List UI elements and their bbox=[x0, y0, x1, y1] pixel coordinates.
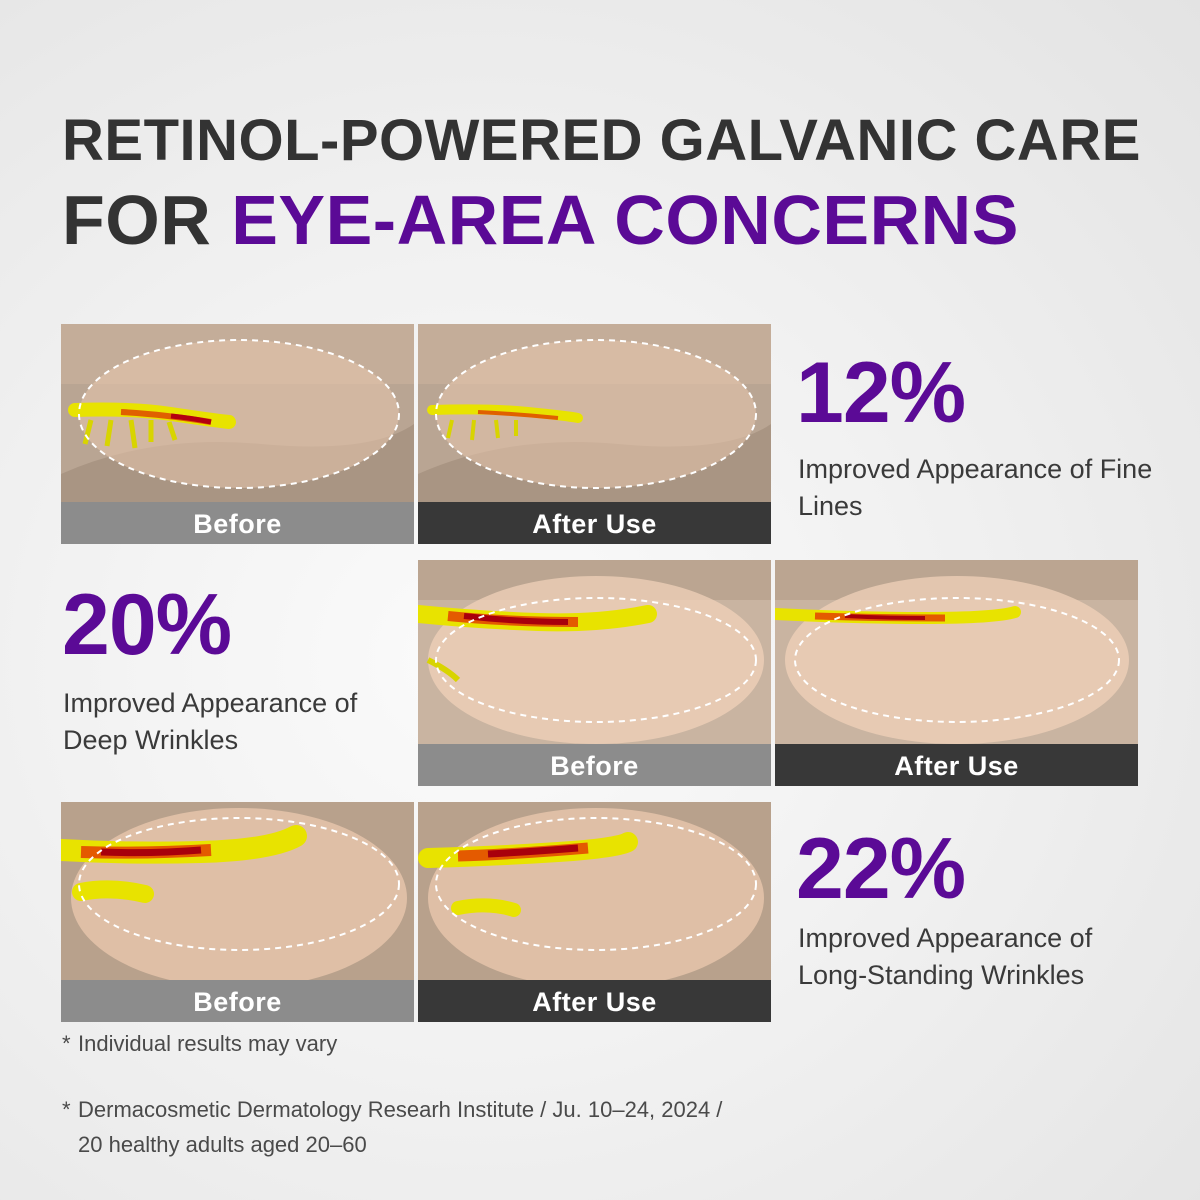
source-footnote: * Dermacosmetic Dermatology Researh Insti… bbox=[62, 1092, 722, 1162]
long-standing-after-label: After Use bbox=[418, 980, 771, 1022]
long-standing-before-label: Before bbox=[61, 980, 414, 1022]
deep-wrinkles-percent: 20% bbox=[62, 577, 232, 673]
footnote-marker: * bbox=[62, 1031, 71, 1056]
fine-lines-percent: 12% bbox=[796, 345, 966, 441]
long-standing-after-photo: After Use bbox=[418, 802, 771, 1022]
fine-lines-before-photo: Before bbox=[61, 324, 414, 544]
disclaimer-text: Individual results may vary bbox=[78, 1031, 338, 1056]
deep-wrinkles-before-photo: Before bbox=[418, 560, 771, 786]
deep-wrinkles-after-label: After Use bbox=[775, 744, 1138, 786]
long-standing-percent: 22% bbox=[796, 821, 966, 917]
disclaimer-footnote: * Individual results may vary bbox=[62, 1026, 337, 1061]
deep-wrinkles-description: Improved Appearance of Deep Wrinkles bbox=[63, 688, 358, 755]
fine-lines-after-photo: After Use bbox=[418, 324, 771, 544]
long-standing-description: Improved Appearance of Long-Standing Wri… bbox=[798, 923, 1093, 990]
fine-lines-before-label: Before bbox=[61, 502, 414, 544]
long-standing-before-photo: Before bbox=[61, 802, 414, 1022]
source-text-line-2: 20 healthy adults aged 20–60 bbox=[78, 1132, 367, 1157]
headline-line-2: FOR EYE-AREA CONCERNS bbox=[62, 180, 1019, 260]
headline-line-1: RETINOL-POWERED GALVANIC CARE bbox=[62, 108, 1141, 173]
deep-wrinkles-after-photo: After Use bbox=[775, 560, 1138, 786]
headline-accent: EYE-AREA CONCERNS bbox=[231, 181, 1019, 259]
headline-prefix: FOR bbox=[62, 181, 232, 259]
source-text-line-1: Dermacosmetic Dermatology Researh Instit… bbox=[78, 1097, 723, 1122]
deep-wrinkles-before-label: Before bbox=[418, 744, 771, 786]
fine-lines-description: Improved Appearance of Fine Lines bbox=[798, 454, 1153, 521]
fine-lines-after-label: After Use bbox=[418, 502, 771, 544]
footnote-marker: * bbox=[62, 1097, 71, 1122]
